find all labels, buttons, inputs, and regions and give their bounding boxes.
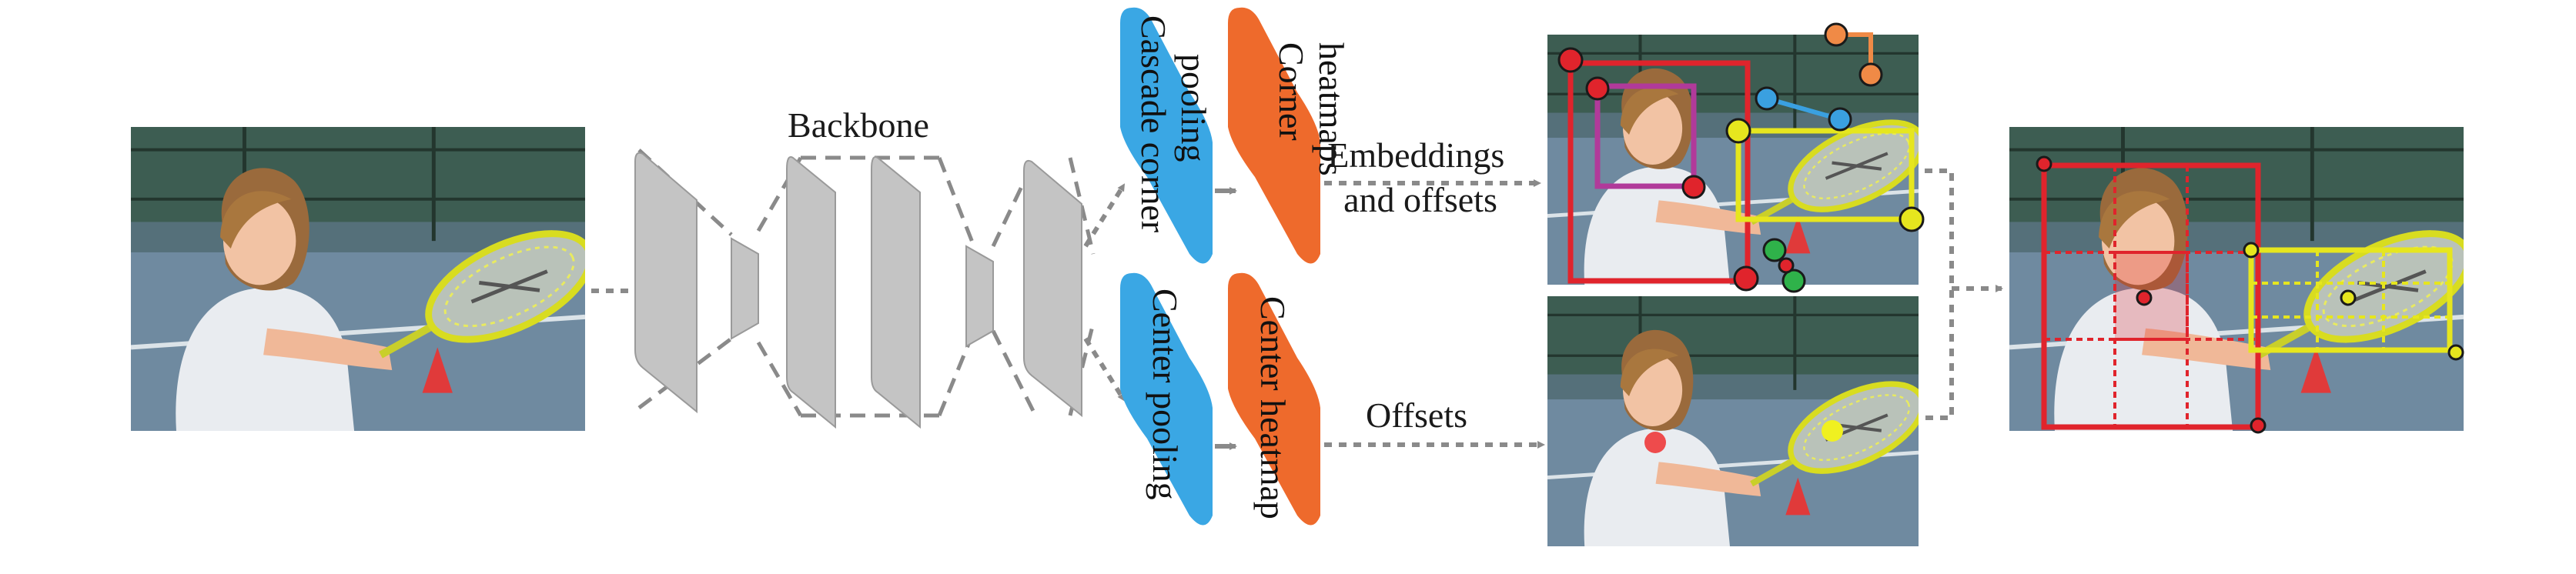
backbone-layer-6	[1023, 159, 1082, 418]
final-red-box	[2041, 162, 2261, 430]
corner-heatmaps-module: Corner heatmaps	[1228, 7, 1351, 264]
cascade-corner-pooling-label: Cascade corner pooling	[1134, 15, 1213, 242]
center-output-image	[1547, 296, 1935, 546]
final-yellow-center	[2340, 289, 2357, 306]
corner-green-1	[1762, 238, 1787, 262]
corner-output-image	[1547, 22, 1925, 293]
corner-red-tl-2	[1585, 76, 1610, 101]
red-box-inner	[1594, 83, 1697, 189]
center-heatmap-module: Center heatmap	[1228, 272, 1320, 526]
center-yellow-point	[1822, 420, 1843, 442]
merge-arrows	[1925, 169, 1954, 420]
backbone-layer-2	[731, 237, 759, 340]
corner-yellow-tl	[1725, 118, 1751, 144]
corner-red-tl	[1557, 47, 1584, 73]
corner-green-2	[1781, 269, 1806, 293]
backbone-layer-1	[634, 152, 698, 414]
final-output-image	[2009, 127, 2464, 434]
corner-red-small	[1778, 257, 1795, 274]
corner-blue-1	[1755, 86, 1779, 111]
final-red-center	[2136, 289, 2153, 306]
offsets-label: Offsets	[1366, 395, 1467, 435]
arrow-backbone-to-center	[1083, 337, 1126, 402]
corner-blue-2	[1828, 107, 1852, 132]
backbone-layer-5	[965, 245, 994, 348]
center-heatmap-label: Center heatmap	[1253, 296, 1293, 519]
center-pooling-label: Center pooling	[1146, 289, 1185, 500]
final-red-tl	[2036, 155, 2052, 172]
corner-red-br-2	[1733, 265, 1759, 292]
final-yellow-br	[2447, 344, 2464, 361]
final-red-br	[2250, 417, 2267, 434]
final-yellow-tl	[2243, 242, 2260, 259]
backbone-layer-3	[786, 156, 836, 429]
cascade-corner-pooling-module: Cascade corner pooling	[1120, 7, 1213, 264]
backbone-label: Backbone	[788, 105, 929, 145]
embeddings-label: Embeddings and offsets	[1327, 135, 1513, 219]
backbone: Backbone	[634, 105, 1096, 429]
backbone-layer-4	[871, 156, 921, 429]
input-image	[131, 127, 606, 431]
corner-red-br	[1681, 175, 1706, 199]
yellow-box	[1735, 128, 1915, 222]
final-yellow-box	[2248, 247, 2453, 353]
corner-orange-1	[1824, 22, 1848, 47]
red-box-outer	[1567, 60, 1751, 284]
arrow-backbone-to-cascade	[1083, 183, 1126, 248]
corner-orange-2	[1858, 62, 1883, 87]
blue-embedding-pair	[1766, 96, 1841, 122]
center-pooling-module: Center pooling	[1120, 272, 1213, 526]
corner-yellow-br	[1899, 206, 1925, 232]
center-red-point	[1644, 432, 1666, 453]
corner-heatmaps-label: Corner heatmaps	[1272, 42, 1351, 176]
